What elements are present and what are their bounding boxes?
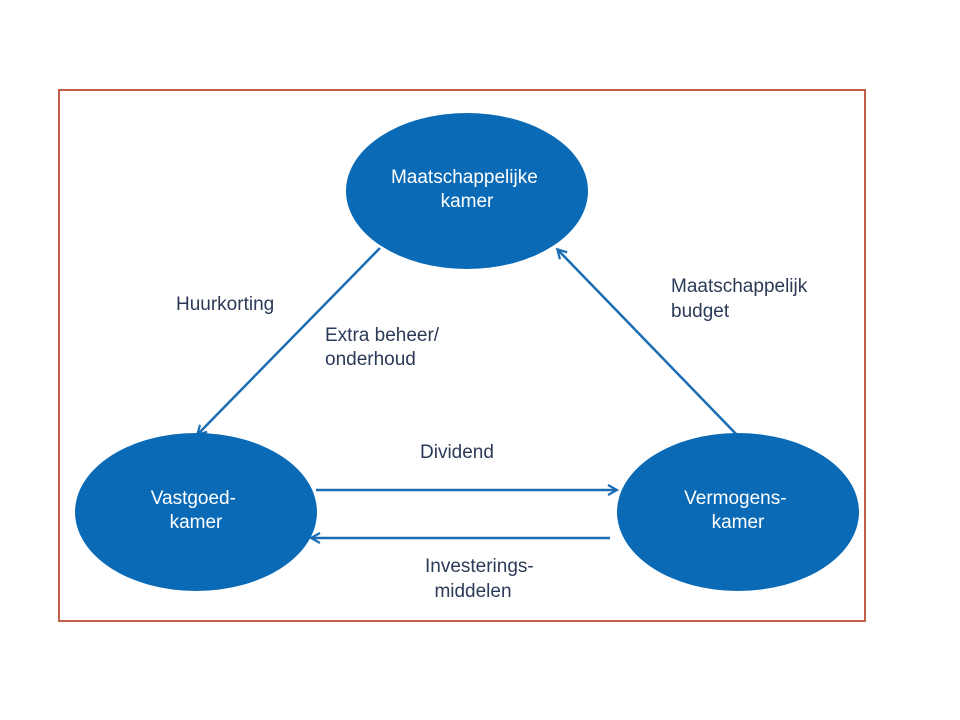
label-dividend-line-1: Dividend	[420, 442, 494, 463]
label-huurkorting: Huurkorting	[176, 294, 274, 315]
arrow-maatschappelijk-to-vastgoed	[198, 247, 381, 434]
arrow-vermogens-to-maatschappelijk	[558, 250, 739, 437]
node-vermogens-kamer-line-2: kamer	[712, 512, 765, 533]
node-maatschappelijke-kamer-line-2: kamer	[441, 191, 494, 212]
label-extra-beheer-line-1: Extra beheer/	[325, 325, 440, 346]
svg-text:Vastgoed- kamer: Vastgoed- kamer	[151, 488, 241, 533]
node-maatschappelijke-kamer-line-1: Maatschappelijke	[391, 167, 538, 188]
node-vermogens-kamer-line-1: Vermogens-	[684, 488, 786, 509]
svg-text:Vermogens- kamer: Vermogens- kamer	[684, 488, 792, 533]
label-huurkorting-line-1: Huurkorting	[176, 294, 274, 315]
label-maatschappelijk-budget-line-2: budget	[671, 301, 730, 322]
label-dividend: Dividend	[420, 442, 494, 463]
label-extra-beheer-line-2: onderhoud	[325, 349, 416, 370]
svg-text:Maatschappelijke kamer: Maatschappelijke kamer	[391, 167, 543, 212]
node-maatschappelijke-kamer: Maatschappelijke kamer	[346, 113, 588, 269]
node-vastgoed-kamer-line-1: Vastgoed-	[151, 488, 236, 509]
label-investeringsmiddelen-line-1: Investerings-	[425, 556, 534, 577]
node-vastgoed-kamer-line-2: kamer	[170, 512, 223, 533]
node-vermogens-kamer: Vermogens- kamer	[617, 433, 859, 591]
label-investeringsmiddelen: Investerings- middelen	[425, 556, 539, 602]
node-vastgoed-kamer: Vastgoed- kamer	[75, 433, 317, 591]
label-extra-beheer-onderhoud: Extra beheer/ onderhoud	[325, 325, 444, 370]
label-maatschappelijk-budget-line-1: Maatschappelijk	[671, 276, 808, 297]
label-maatschappelijk-budget: Maatschappelijk budget	[671, 276, 813, 322]
diagram-frame	[58, 89, 866, 622]
label-investeringsmiddelen-line-2: middelen	[434, 581, 511, 602]
